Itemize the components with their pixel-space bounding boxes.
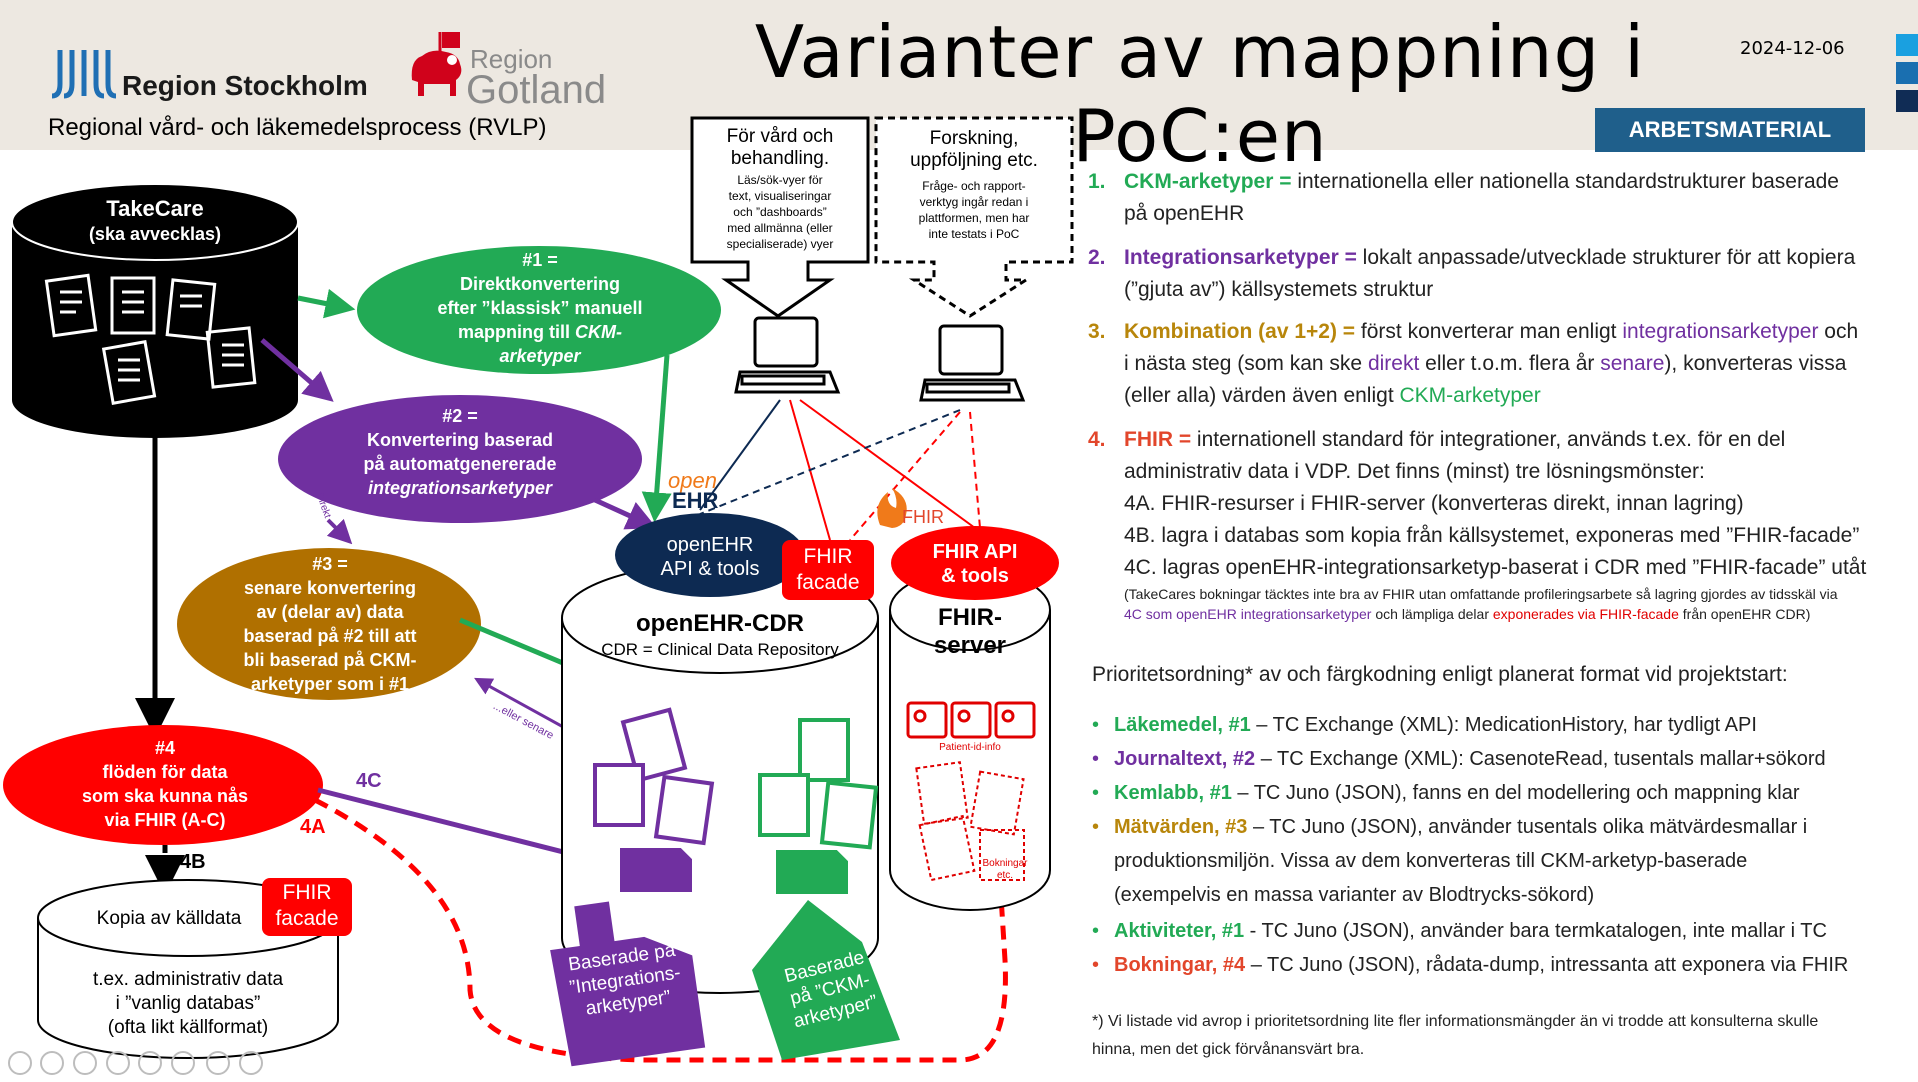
list-item-4-number: 4. xyxy=(1088,428,1106,451)
based-on-ckm-arrow xyxy=(752,900,900,1060)
line-vard-openehr xyxy=(699,399,781,511)
integration-archetype-documents-icon xyxy=(593,707,715,892)
priority-item-journaltext: •Journaltext, #2 – TC Exchange (XML): Ca… xyxy=(1092,748,1826,770)
openehr-logo-ehr: EHR xyxy=(672,488,719,513)
mapping-diagram xyxy=(3,116,1074,1075)
sidebar-square-1 xyxy=(1896,34,1918,56)
callout-forskning-text: Forskning, uppföljning etc. Fråge- och r… xyxy=(910,128,1038,241)
fhir-logo-text: FHIR xyxy=(902,507,944,527)
region-stockholm-logo-icon xyxy=(51,50,117,99)
takecare-title: TakeCare xyxy=(106,196,204,221)
arrow-takecare-to-2 xyxy=(260,338,334,402)
line-forskning-facade xyxy=(849,411,961,541)
fhir-facade-box-kopia xyxy=(262,878,352,936)
list-item-3: Kombination (av 1+2) = först konverterar… xyxy=(1124,320,1859,407)
patient-id-label: Patient-id-info xyxy=(939,742,1001,753)
ellipse-3-senare-konvertering xyxy=(177,548,481,700)
kopia-title: Kopia av källdata xyxy=(96,908,242,929)
label-4a: 4A xyxy=(300,816,326,838)
priority-item-aktiviteter: •Aktiviteter, #1 - TC Juno (JSON), använ… xyxy=(1092,920,1827,942)
list-item-1-number: 1. xyxy=(1088,170,1106,193)
priority-item-matvarden: •Mätvärden, #3 – TC Juno (JSON), använde… xyxy=(1092,816,1808,906)
fhir-flame-icon xyxy=(877,488,907,528)
openehr-api-ellipse xyxy=(615,513,805,597)
priority-item-bokningar: •Bokningar, #4 – TC Juno (JSON), rådata-… xyxy=(1092,954,1849,976)
priority-heading: Prioritetsordning* av och färgkodning en… xyxy=(1092,663,1788,686)
line-vard-fhirapi xyxy=(799,399,976,529)
list-item-4: FHIR = internationell standard för integ… xyxy=(1124,428,1867,622)
fhir-facade-kopia-text: FHIR facade xyxy=(275,881,339,930)
list-item-2-number: 2. xyxy=(1088,246,1106,269)
priority-item-lakemedel: •Läkemedel, #1 – TC Exchange (XML): Medi… xyxy=(1092,714,1757,736)
fhir-facade-cdr-text: FHIR facade xyxy=(796,545,860,594)
arrow-2-to-openehr xyxy=(593,497,657,530)
sidebar-square-2 xyxy=(1896,62,1918,84)
fhir-facade-box-cdr xyxy=(782,540,874,600)
callout-forskning-box xyxy=(874,116,1074,318)
computer-forskning-icon xyxy=(919,324,1026,402)
priority-item-kemlabb: •Kemlabb, #1 – TC Juno (JSON), fanns en … xyxy=(1092,782,1800,804)
region-gotland-name-line2: Gotland xyxy=(466,68,607,112)
list-item-3-number: 3. xyxy=(1088,320,1106,343)
page-title: Varianter av mappning i PoC:en xyxy=(754,10,1646,178)
arrow-2-to-3 xyxy=(326,518,353,545)
fhir-api-text: FHIR API & tools xyxy=(932,541,1018,587)
openehr-api-text: openEHR API & tools xyxy=(660,534,760,580)
list-item-2: Integrationsarketyper = lokalt anpassade… xyxy=(1124,246,1856,301)
fhir-server-title: FHIR- server xyxy=(933,604,1007,659)
date-label: 2024-12-06 xyxy=(1740,38,1845,59)
ellipse-4-text: #4 flöden för data som ska kunna nås via… xyxy=(81,738,249,830)
ellipse-2-text: #2 = Konvertering baserad på automatgene… xyxy=(363,406,557,498)
ellipse-4-floden xyxy=(3,725,323,845)
kopia-description: t.ex. administrativ data i ”vanlig datab… xyxy=(92,969,284,1038)
line-forskning-openehr xyxy=(699,409,961,515)
cdr-title: openEHR-CDR xyxy=(636,610,804,637)
takecare-subtitle: (ska avvecklas) xyxy=(88,224,222,244)
region-gotland-name-line1: Region xyxy=(470,44,553,74)
takecare-document-icons xyxy=(44,273,257,405)
cdr-subtitle: CDR = Clinical Data Repository xyxy=(601,640,839,659)
ellipse-3-text: #3 = senare konvertering av (delar av) d… xyxy=(243,554,417,694)
callout-vard-text: För vård och behandling. Läs/sök-vyer fö… xyxy=(726,126,834,251)
arrow-takecare-to-1 xyxy=(297,288,356,319)
arrow-4a xyxy=(313,797,1017,1063)
region-stockholm-name: Region Stockholm xyxy=(122,70,368,101)
label-4b: 4B xyxy=(180,851,206,873)
arbetsmaterial-badge: ARBETSMATERIAL xyxy=(1595,108,1865,152)
label-4c: 4C xyxy=(356,770,382,792)
sidebar-square-3 xyxy=(1896,90,1918,112)
callout-vard-box xyxy=(690,116,870,318)
arrow-4c xyxy=(317,787,603,870)
openehr-logo-open: open xyxy=(668,468,717,493)
priority-footnote: *) Vi listade vid avrop i prioritetsordn… xyxy=(1092,1013,1819,1058)
fhir-api-ellipse xyxy=(891,526,1059,600)
ellipse-1-text: #1 = Direktkonvertering efter ”klassisk”… xyxy=(437,250,643,366)
line-forskning-fhirapi xyxy=(969,411,981,529)
region-gotland-ram-icon xyxy=(411,32,462,96)
ellipse-1-direktkonvertering xyxy=(357,246,721,374)
subtitle: Regional vård- och läkemedelsprocess (RV… xyxy=(48,114,547,141)
list-item-1: CKM-arketyper = internationella eller na… xyxy=(1124,170,1839,225)
bokningar-label: Bokningar etc. xyxy=(982,858,1028,881)
ckm-archetype-documents-icon xyxy=(758,718,879,894)
slide-controls xyxy=(8,1051,263,1075)
computer-vard-icon xyxy=(734,316,841,394)
arrow-1-to-openehr xyxy=(641,354,672,523)
patient-id-cards-icon xyxy=(906,701,1036,739)
bokningar-documents-icon xyxy=(915,761,1025,882)
ellipse-2-konvertering xyxy=(278,395,642,523)
based-on-integration-arrow xyxy=(550,901,706,1067)
